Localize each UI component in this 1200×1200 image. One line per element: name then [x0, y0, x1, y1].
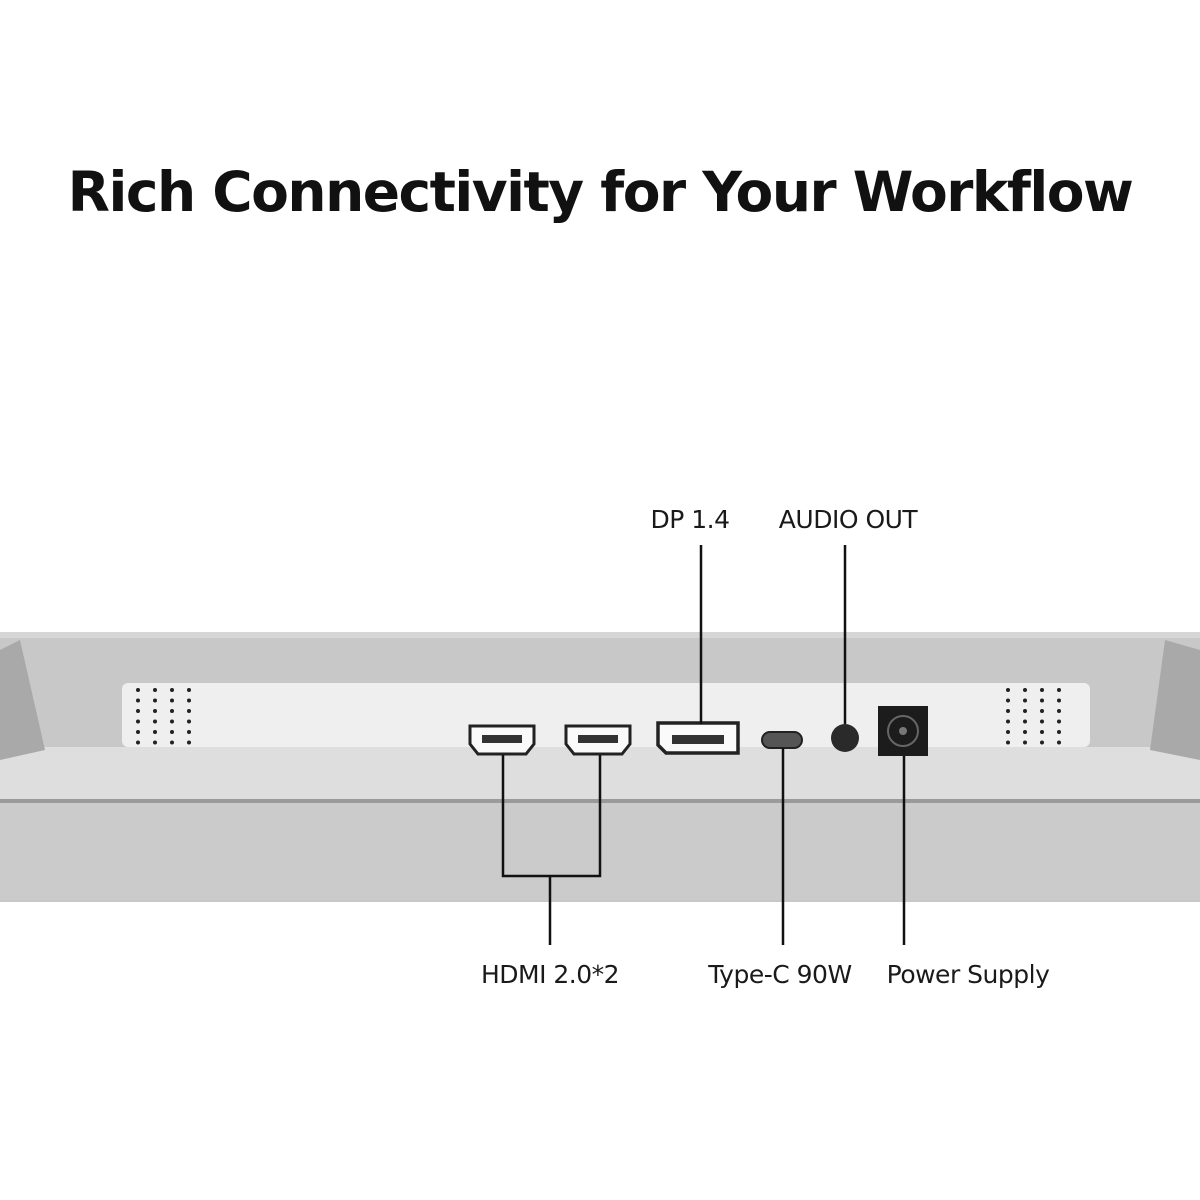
- label-audio-out: AUDIO OUT: [778, 505, 918, 534]
- hdmi-leader-line: [501, 755, 602, 878]
- vent-hole: [1023, 719, 1027, 724]
- vent-hole: [1006, 740, 1010, 745]
- vent-hole: [153, 709, 157, 713]
- vent-hole: [187, 698, 191, 703]
- label-dp: DP 1.4: [650, 505, 730, 534]
- monitor-top-edge: [0, 632, 1200, 638]
- left-stand-bracket: [0, 640, 45, 760]
- vent-hole: [1023, 688, 1027, 692]
- vent-hole: [1057, 740, 1061, 745]
- vent-hole: [136, 709, 140, 713]
- vent-hole: [187, 719, 191, 724]
- vent-hole: [136, 688, 140, 692]
- vent-hole: [1040, 740, 1044, 745]
- vent-hole: [136, 698, 140, 703]
- vent-hole: [1023, 698, 1027, 703]
- vent-hole: [170, 709, 174, 713]
- vent-hole: [170, 688, 174, 692]
- vent-hole: [136, 730, 140, 734]
- vent-hole: [1057, 730, 1061, 734]
- vent-hole: [1040, 709, 1044, 713]
- vent-hole: [170, 730, 174, 734]
- vent-hole: [1040, 698, 1044, 703]
- vent-grilles: [136, 688, 1061, 745]
- usb-c-port: [761, 731, 803, 749]
- vent-hole: [170, 740, 174, 745]
- vent-hole: [1023, 730, 1027, 734]
- vent-hole: [1057, 698, 1061, 703]
- right-stand-bracket: [1150, 640, 1200, 760]
- vent-hole: [153, 688, 157, 692]
- label-hdmi: HDMI 2.0*2: [480, 960, 620, 989]
- vent-hole: [1006, 698, 1010, 703]
- vent-hole: [1040, 730, 1044, 734]
- vent-hole: [1057, 709, 1061, 713]
- vent-hole: [153, 719, 157, 724]
- hdmi-port-1-slot: [482, 735, 522, 743]
- page-title: Rich Connectivity for Your Workflow: [67, 160, 1134, 224]
- vent-hole: [1006, 709, 1010, 713]
- vent-hole: [153, 740, 157, 745]
- vent-hole: [136, 740, 140, 745]
- label-typec: Type-C 90W: [708, 960, 852, 989]
- vent-hole: [136, 719, 140, 724]
- vent-hole: [1057, 719, 1061, 724]
- power-port-pin: [899, 727, 907, 735]
- vent-hole: [187, 740, 191, 745]
- audio-jack: [831, 724, 859, 752]
- vent-hole: [187, 730, 191, 734]
- vent-hole: [187, 709, 191, 713]
- power-port-ring: [887, 715, 919, 747]
- vent-hole: [187, 688, 191, 692]
- vent-hole: [1040, 719, 1044, 724]
- vent-hole: [1006, 719, 1010, 724]
- vent-hole: [170, 719, 174, 724]
- vent-hole: [1006, 730, 1010, 734]
- vent-hole: [170, 698, 174, 703]
- label-power-supply: Power Supply: [886, 960, 1050, 989]
- vent-hole: [153, 698, 157, 703]
- vent-hole: [1040, 688, 1044, 692]
- vent-hole: [1023, 740, 1027, 745]
- hdmi-port-2-slot: [578, 735, 618, 743]
- vent-hole: [1057, 688, 1061, 692]
- vent-hole: [153, 730, 157, 734]
- vent-hole: [1006, 688, 1010, 692]
- vent-hole: [1023, 709, 1027, 713]
- leader-lines: [501, 545, 906, 945]
- displayport-slot: [672, 735, 724, 744]
